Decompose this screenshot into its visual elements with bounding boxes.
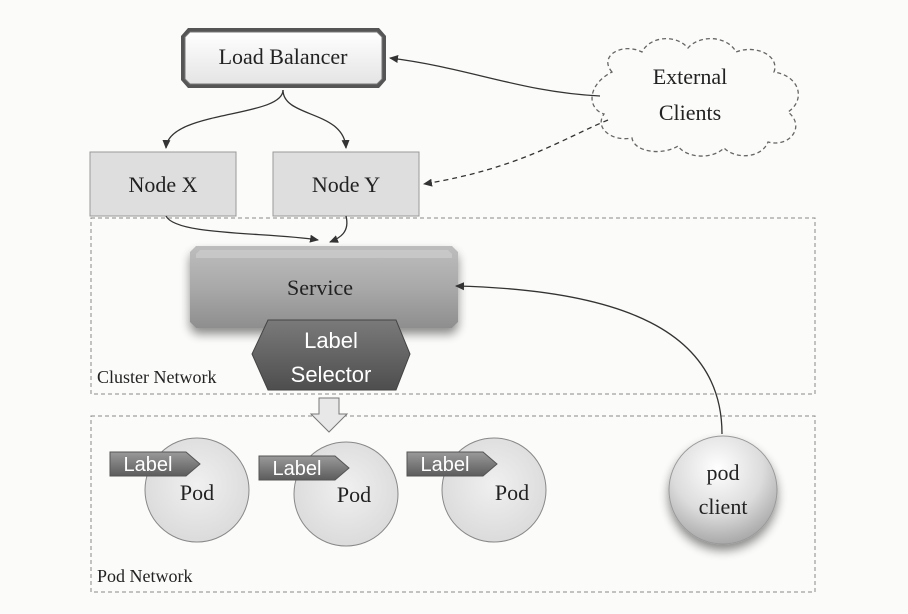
pod-2-label-tag: Label — [258, 455, 350, 481]
pod-network-label: Pod Network — [97, 566, 193, 586]
selector-down-arrow — [309, 397, 349, 433]
pod-1: Pod Label — [109, 437, 250, 543]
arrow-lb-to-node-x — [162, 89, 284, 149]
pod-client-line1: pod — [707, 460, 740, 485]
label-selector: Label Selector — [251, 319, 411, 391]
pod-network-region: Pod Network — [90, 415, 816, 593]
external-clients-label-line2: Clients — [659, 100, 721, 125]
label-selector-line1: Label — [304, 328, 358, 353]
node-y-label: Node Y — [312, 172, 380, 197]
pod-1-label: Pod — [180, 480, 214, 505]
external-arrows — [389, 55, 609, 187]
service-box — [190, 246, 458, 328]
pod-1-tag-text: Label — [124, 454, 173, 476]
pod-2: Pod Label — [258, 441, 399, 547]
pod-2-label: Pod — [337, 482, 371, 507]
label-selector-line2: Selector — [291, 362, 372, 387]
pod-3-label: Pod — [495, 480, 529, 505]
nodes-to-service-arrows — [165, 215, 348, 243]
node-x-label: Node X — [128, 172, 197, 197]
pod-client-line2: client — [699, 494, 748, 519]
node-y: Node Y — [272, 151, 420, 217]
pod-2-tag-text: Label — [273, 458, 322, 480]
pod-3-tag-text: Label — [421, 454, 470, 476]
external-clients-cloud: External Clients — [591, 37, 799, 157]
pod-1-label-tag: Label — [109, 451, 201, 477]
arrow-external-to-node-y — [423, 119, 609, 187]
arrow-pod-client-to-service — [455, 282, 723, 435]
load-balancer: Load Balancer — [181, 28, 386, 88]
node-x: Node X — [89, 151, 237, 217]
cluster-network-region: Cluster Network — [90, 217, 816, 395]
lb-to-nodes-arrows — [162, 89, 350, 149]
pod-client — [668, 435, 778, 545]
load-balancer-label: Load Balancer — [219, 44, 349, 69]
pod-3: Pod Label — [406, 437, 547, 543]
arrow-node-x-to-service — [165, 215, 319, 243]
service-label: Service — [287, 275, 353, 300]
arrow-lb-to-node-y — [282, 89, 350, 149]
external-clients-label-line1: External — [653, 64, 728, 89]
pod-3-label-tag: Label — [406, 451, 498, 477]
cluster-network-label: Cluster Network — [97, 367, 216, 387]
arrow-node-y-to-service — [329, 215, 348, 243]
arrow-external-to-lb — [389, 55, 601, 97]
